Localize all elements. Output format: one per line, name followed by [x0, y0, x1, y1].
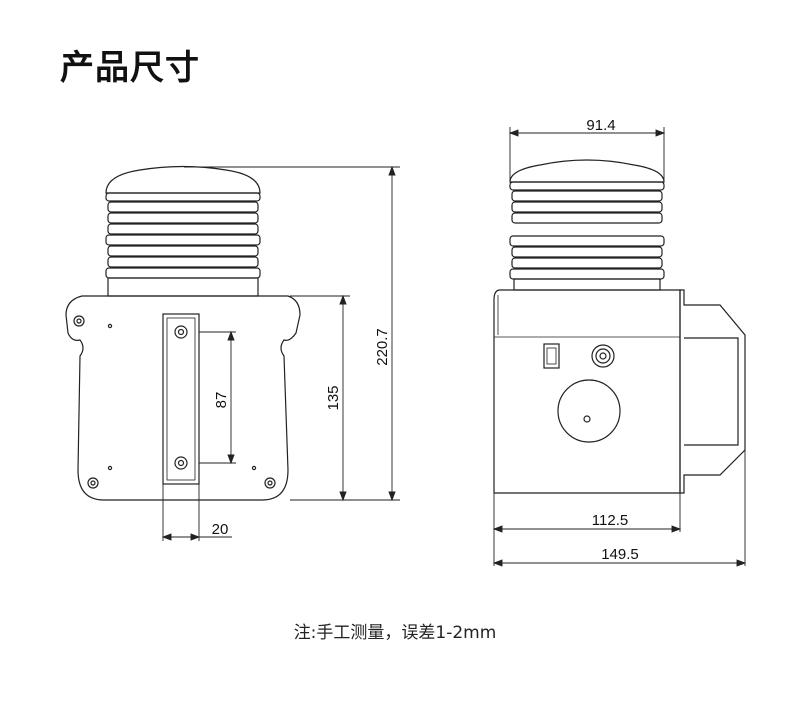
front-bracket	[162, 313, 200, 485]
dim-149-5	[492, 450, 747, 567]
dim-112-5	[492, 493, 682, 566]
side-bracket	[679, 289, 746, 494]
dim-135-label: 135	[325, 385, 342, 410]
connector-icon	[591, 344, 615, 368]
front-lamp-ribs	[105, 192, 261, 279]
dim-91-4-label: 91.4	[586, 117, 615, 134]
front-lamp-dome	[105, 165, 261, 194]
front-view: 87 20 135 220.7	[65, 165, 400, 541]
front-body	[65, 295, 301, 501]
dim-112-5-label: 112.5	[592, 512, 628, 529]
side-body	[493, 289, 681, 494]
dim-20	[161, 484, 232, 541]
front-lamp-base	[107, 277, 259, 297]
dim-87-label: 87	[213, 392, 230, 409]
side-lamp-base	[513, 278, 661, 291]
page-title: 产品尺寸	[60, 48, 200, 88]
front-bracket-inner	[166, 317, 196, 481]
dim-87	[199, 330, 236, 465]
side-view: 91.4 112.5 149.5	[492, 117, 747, 567]
side-lamp-ribs	[509, 181, 665, 280]
side-lamp-dome	[509, 159, 665, 183]
dim-135	[290, 294, 400, 502]
measurement-note: 注:手工测量，误差1-2mm	[293, 623, 497, 643]
dim-91-4	[508, 127, 666, 180]
dim-220-7	[184, 165, 400, 502]
power-switch-icon	[543, 343, 560, 369]
speaker-icon	[557, 379, 621, 443]
dim-220-7-label: 220.7	[374, 328, 391, 366]
dim-149-5-label: 149.5	[601, 546, 639, 563]
dim-20-label: 20	[212, 521, 229, 538]
front-bracket-screws	[174, 325, 188, 470]
front-body-screws	[73, 315, 276, 489]
